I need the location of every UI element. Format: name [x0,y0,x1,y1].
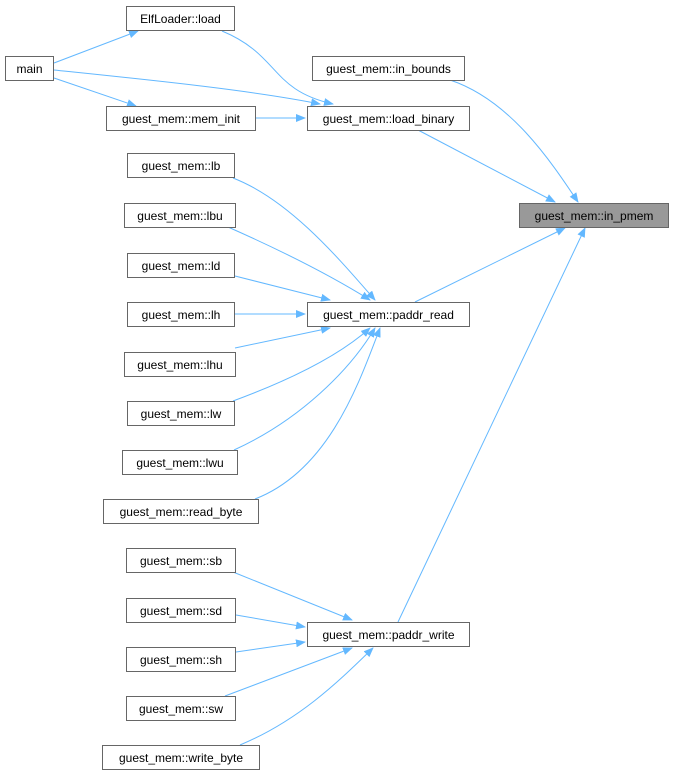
edge-main-elfloader [53,30,139,64]
node-sb[interactable]: guest_mem::sb [126,548,236,573]
edge-main-load_binary [53,69,321,107]
node-ld[interactable]: guest_mem::ld [127,253,235,278]
node-lbu[interactable]: guest_mem::lbu [124,203,236,228]
edge-elfloader-load_binary [221,30,334,106]
node-in-pmem: guest_mem::in_pmem [519,203,669,228]
node-write-byte[interactable]: guest_mem::write_byte [102,745,260,770]
edge-sb-paddr_write [232,571,353,621]
node-lh[interactable]: guest_mem::lh [127,302,235,327]
node-main[interactable]: main [5,56,54,81]
edge-ld-paddr_read [234,275,331,302]
node-mem-init[interactable]: guest_mem::mem_init [106,106,256,131]
edge-sw-paddr_write [224,647,353,697]
node-paddr-read[interactable]: guest_mem::paddr_read [307,302,470,327]
edge-lb-paddr_read [232,177,376,301]
edge-load_binary-in_pmem [417,129,556,203]
node-lw[interactable]: guest_mem::lw [127,401,235,426]
edge-lbu-paddr_read [227,226,371,301]
node-read-byte[interactable]: guest_mem::read_byte [103,499,259,524]
edge-lhu-paddr_read [234,325,331,349]
node-load-binary[interactable]: guest_mem::load_binary [307,106,470,131]
node-sw[interactable]: guest_mem::sw [126,696,236,721]
edge-read_byte-paddr_read [254,327,381,500]
node-in-bounds[interactable]: guest_mem::in_bounds [312,56,465,81]
edge-lw-paddr_read [232,327,371,402]
edge-in_bounds-in_pmem [449,79,579,203]
edge-sd-paddr_write [235,614,306,630]
node-lhu[interactable]: guest_mem::lhu [124,352,236,377]
edge-sh-paddr_write [235,639,306,653]
node-sd[interactable]: guest_mem::sd [126,598,236,623]
edge-lwu-paddr_read [233,327,376,451]
node-paddr-write[interactable]: guest_mem::paddr_write [307,622,470,647]
edge-write_byte-paddr_write [239,647,374,746]
edge-main-mem_init [53,77,137,107]
edge-paddr_read-in_pmem [414,227,566,303]
node-lb[interactable]: guest_mem::lb [127,153,235,178]
node-sh[interactable]: guest_mem::sh [126,647,236,672]
node-elfloader-load[interactable]: ElfLoader::load [126,6,235,31]
node-lwu[interactable]: guest_mem::lwu [122,450,238,475]
edge-paddr_write-in_pmem [397,227,586,623]
